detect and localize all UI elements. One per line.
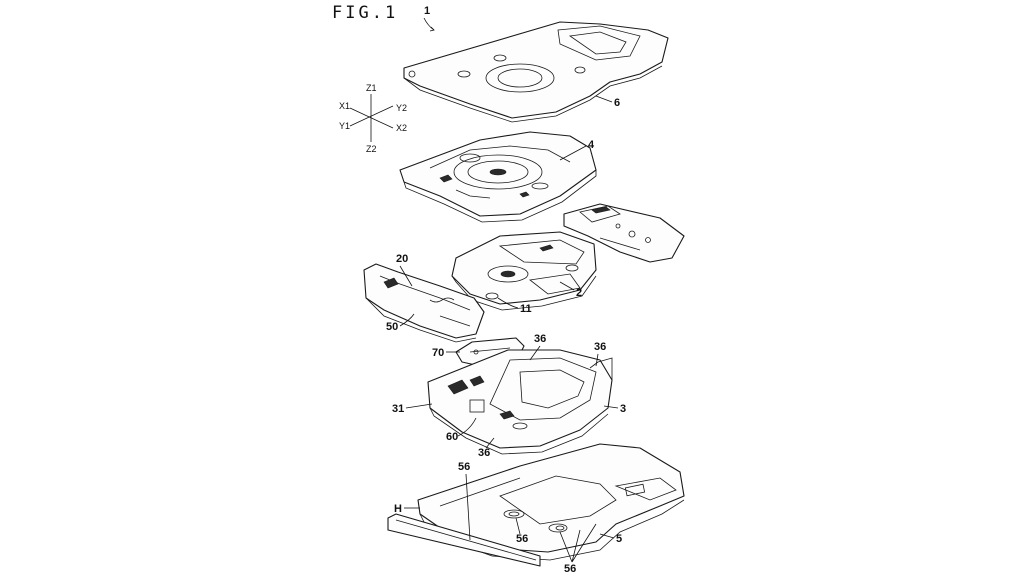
axis-x2-label: X2 xyxy=(396,123,407,133)
top-cover-plate xyxy=(403,21,669,123)
label-tray: 5 xyxy=(616,533,622,545)
circuit-board xyxy=(563,203,685,263)
label-lever: 70 xyxy=(432,347,444,359)
axis-y2-label: Y2 xyxy=(396,103,407,113)
label-side-cover: 50 xyxy=(386,321,398,333)
label-top-cover: 6 xyxy=(614,97,620,109)
label-side-part: 20 xyxy=(396,253,408,265)
axis-x1-label: X1 xyxy=(339,101,350,111)
assembly-ref-arrow xyxy=(429,26,435,32)
axis-indicator: Z1 Z2 X1 X2 Y1 Y2 xyxy=(339,83,407,154)
label-chassis: 3 xyxy=(620,403,626,415)
label-spring: 60 xyxy=(446,431,458,443)
traverse-mechanism xyxy=(399,131,597,223)
figure-title: FIG.1 xyxy=(332,3,398,23)
axis-z1-label: Z1 xyxy=(366,83,377,93)
label-frame-a: 36 xyxy=(534,333,546,345)
label-frame-b: 36 xyxy=(594,341,606,353)
label-frame-c: 36 xyxy=(478,447,490,459)
label-traverse: 4 xyxy=(588,139,595,151)
label-foot-b: 56 xyxy=(516,533,528,545)
chassis xyxy=(427,349,613,455)
label-holder: 31 xyxy=(392,403,404,415)
label-panel: H xyxy=(394,503,402,515)
label-motor: 11 xyxy=(520,303,532,315)
label-foot-c: 56 xyxy=(564,563,576,575)
axis-z2-label: Z2 xyxy=(366,144,377,154)
pickup-unit xyxy=(451,231,597,311)
axis-y1-label: Y1 xyxy=(339,121,350,131)
side-part xyxy=(363,263,485,343)
assembly-ref-label: 1 xyxy=(424,5,430,17)
front-panel xyxy=(387,513,541,567)
label-foot-a: 56 xyxy=(458,461,470,473)
label-pickup-unit: 2 xyxy=(576,287,582,299)
